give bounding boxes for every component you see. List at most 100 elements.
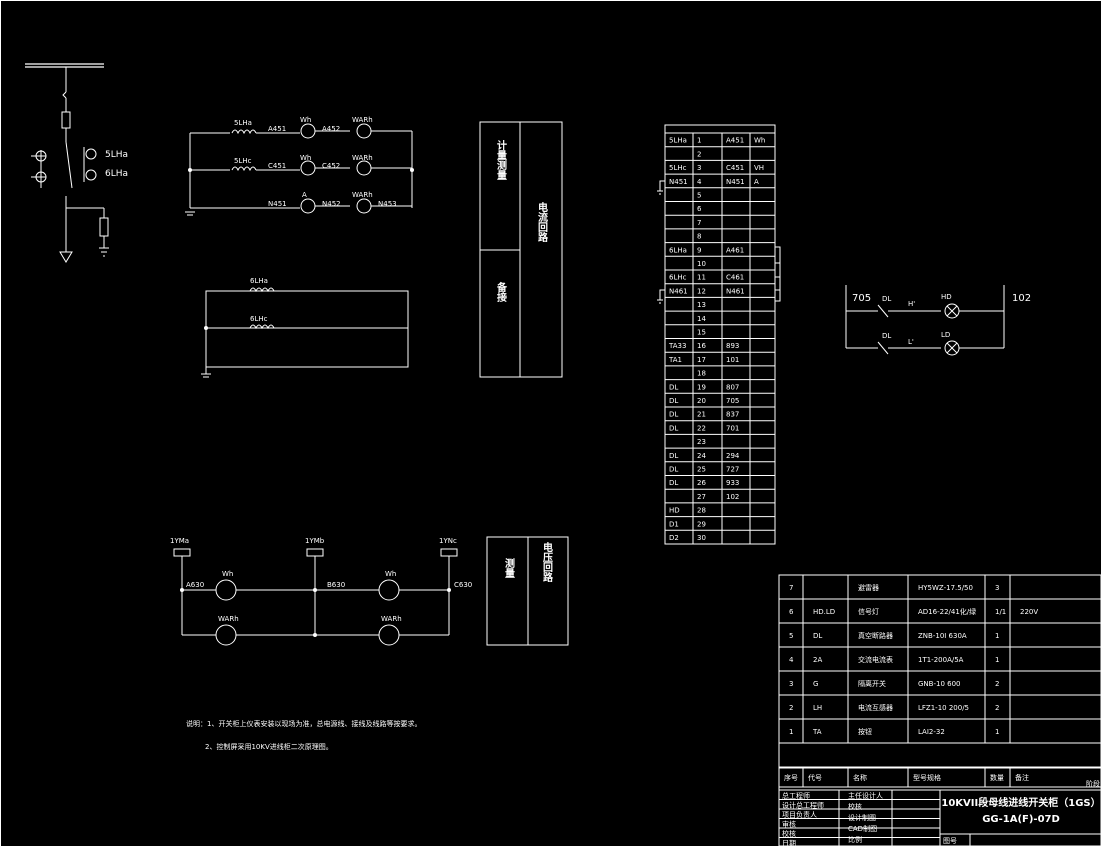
terminal-cell: DL <box>669 383 678 391</box>
bom-cell: 2 <box>995 680 999 688</box>
bom-cell: 隔离开关 <box>858 679 886 688</box>
terminal-cell: Wh <box>754 137 765 145</box>
bom-cell: ZNB-10I 630A <box>918 632 967 640</box>
voltage-circuit: 1YMa 1YMb 1YNc A630 B630 C630 Wh Wh WARh… <box>170 537 472 646</box>
wire-n451: N451 <box>268 200 287 208</box>
ct-label-5lha: 5LHa <box>105 150 128 160</box>
terminal-cell: 101 <box>726 356 739 364</box>
terminal-cell: 30 <box>697 534 706 542</box>
ct-label-6lha-prot: 6LHa <box>250 277 268 285</box>
bom-cell: 6 <box>789 608 794 616</box>
bom-header-cell: 名称 <box>853 773 867 782</box>
terminal-cell: 20 <box>697 397 706 405</box>
bom-cell: 2A <box>813 656 822 664</box>
wire-b630: B630 <box>327 581 345 589</box>
terminal-cell: 25 <box>697 466 706 474</box>
title-left-label: 校核 <box>782 829 796 838</box>
ct-label-row2: 5LHc <box>234 157 252 165</box>
terminal-cell: 16 <box>697 342 706 350</box>
protection-ct-circuit: 6LHa 6LHc <box>201 277 409 378</box>
terminal-cell: 22 <box>697 424 706 432</box>
title-mid-label: 设计制图 <box>848 813 876 822</box>
terminal-cell: TA1 <box>668 356 682 364</box>
terminal-cell: N461 <box>726 287 745 295</box>
bom-cell: LAI2-32 <box>918 728 945 736</box>
bom-cell: 1 <box>995 728 999 736</box>
terminal-cell: 102 <box>726 493 739 501</box>
terminal-cell: DL <box>669 452 678 460</box>
title-mid-label: 主任设计人 <box>848 791 883 800</box>
meter-warh-3: WARh <box>352 191 373 199</box>
terminal-1ync: 1YNc <box>439 537 457 545</box>
meter-warh-v1: WARh <box>218 615 239 623</box>
terminal-cell: 701 <box>726 424 739 432</box>
single-line-diagram: 5LHa 6LHa <box>25 63 128 263</box>
bom-header-cell: 代号 <box>808 773 822 782</box>
terminal-cell: 4 <box>697 178 702 186</box>
terminal-cell: 727 <box>726 466 739 474</box>
bom-cell: DL <box>813 632 822 640</box>
terminal-cell: A <box>754 178 759 186</box>
bom-cell: AD16-22/41化/绿 <box>918 607 976 616</box>
terminal-cell: 6LHc <box>669 274 687 282</box>
terminal-cell: 5LHa <box>669 137 687 145</box>
wire-a451: A451 <box>268 125 286 133</box>
title-mid-label: CAD制图 <box>848 824 877 833</box>
node-705: 705 <box>852 293 871 304</box>
contact-dl-2: DL <box>882 332 891 340</box>
label-metering: 计量测量 <box>495 139 507 180</box>
bom-cell: 1 <box>995 656 999 664</box>
ct-label-6lha: 6LHa <box>105 169 128 179</box>
bom-header-cell: 备注 <box>1015 773 1029 782</box>
bom-cell: LH <box>813 704 822 712</box>
terminal-cell: 3 <box>697 164 701 172</box>
bom-cell: 3 <box>789 680 793 688</box>
bom-cell: 4 <box>789 656 794 664</box>
terminal-cell: 26 <box>697 479 706 487</box>
terminal-cell: VH <box>754 164 764 172</box>
ct-label-6lhc-prot: 6LHc <box>250 315 268 323</box>
note-line-1: 说明：1、开关柜上仪表安装以现场为准，总电源线、接线及线路等按要求。 <box>186 719 421 728</box>
label-spare: 备接 <box>495 281 508 303</box>
terminal-cell: 21 <box>697 411 706 419</box>
contact-dl-1: DL <box>882 295 891 303</box>
terminal-cell: 893 <box>726 342 739 350</box>
lamp-ld-label: LD <box>941 331 950 339</box>
terminal-cell: 6LHa <box>669 246 687 254</box>
terminal-cell: HD <box>669 507 680 515</box>
terminal-cell: 5LHc <box>669 164 687 172</box>
meter-a: A <box>302 191 307 199</box>
label-voltage-loop: 电压回路 <box>541 541 553 583</box>
terminal-cell: 837 <box>726 411 739 419</box>
terminal-cell: 7 <box>697 219 701 227</box>
bom-header-cell: 型号规格 <box>913 773 941 782</box>
bom-cell: 1T1-200A/5A <box>918 656 964 664</box>
terminal-cell: 24 <box>697 452 706 460</box>
voltage-loop-title-box: 测量 电压回路 <box>486 536 569 646</box>
ct-label-row1: 5LHa <box>234 119 252 127</box>
terminal-cell: 9 <box>697 246 701 254</box>
terminal-cell: 27 <box>697 493 706 501</box>
terminal-cell: 18 <box>697 370 706 378</box>
label-measurement: 测量 <box>503 557 515 578</box>
terminal-cell: DL <box>669 411 678 419</box>
bom-cell: GNB-10 600 <box>918 680 960 688</box>
wire-c630: C630 <box>454 581 472 589</box>
label-current-loop: 电流回路 <box>536 201 548 243</box>
terminal-cell: 29 <box>697 520 706 528</box>
terminal-cell: DL <box>669 466 678 474</box>
bom-cell: LFZ1-10 200/5 <box>918 704 969 712</box>
bom-cell: 1 <box>995 632 999 640</box>
terminal-cell: 17 <box>697 356 706 364</box>
wire-n453: N453 <box>378 200 397 208</box>
meter-warh-2: WARh <box>352 154 373 162</box>
node-102: 102 <box>1012 293 1031 304</box>
wire-c451: C451 <box>268 162 286 170</box>
wire-n452: N452 <box>322 200 341 208</box>
title-left-label: 设计总工程师 <box>782 801 824 810</box>
node-h: H' <box>908 300 915 308</box>
bom-header-cell: 数量 <box>990 773 1004 782</box>
bom-cell: 避雷器 <box>858 583 879 592</box>
